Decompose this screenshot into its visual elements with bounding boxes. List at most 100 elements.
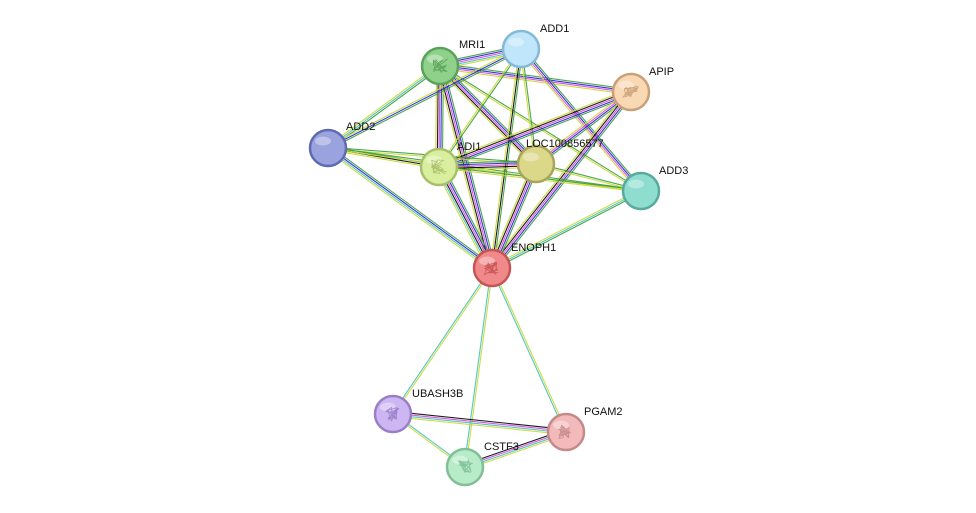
edge-evidence-line [442, 63, 539, 163]
node-add1[interactable]: ADD1 [501, 23, 569, 69]
edge-evidence-line [518, 50, 640, 194]
protein-structure-icon [430, 159, 447, 175]
edge-evidence-line [440, 64, 642, 191]
edge-evidence-line [326, 149, 491, 271]
edge-evidence-line [465, 268, 494, 468]
edge-evidence-line [440, 94, 633, 171]
edge-evidence-line [393, 412, 567, 432]
node-circle[interactable] [308, 128, 348, 168]
node-label-enoph1: ENOPH1 [511, 242, 556, 254]
node-label-mri1: MRI1 [459, 39, 485, 51]
edge-evidence-line [440, 62, 632, 91]
edge-enoph1-pgam2 [490, 267, 568, 433]
node-highlight [628, 179, 644, 189]
edge-add2-enoph1 [326, 145, 494, 271]
edge-apip-adi1 [437, 88, 633, 171]
protein-structure-icon [483, 261, 499, 276]
edge-evidence-line [442, 164, 497, 267]
edge-evidence-line [438, 89, 631, 166]
node-add2[interactable]: ADD2 [308, 121, 375, 168]
edge-evidence-line [327, 65, 441, 149]
edge-evidence-line [491, 91, 632, 269]
node-cstf3[interactable]: CSTF3 [445, 441, 519, 487]
edge-evidence-line [437, 88, 630, 165]
edge-evidence-line [537, 93, 633, 167]
node-highlight [479, 256, 495, 266]
edge-evidence-line [521, 48, 538, 164]
node-circle[interactable] [621, 171, 661, 211]
edge-evidence-line [491, 48, 522, 269]
node-label-add2: ADD2 [346, 121, 375, 133]
node-circle[interactable] [516, 144, 556, 184]
node-label-loc100856577: LOC100856577 [526, 138, 604, 150]
node-label-adi1: ADI1 [457, 141, 481, 153]
edge-evidence-line [489, 48, 520, 268]
edge-evidence-line [463, 267, 492, 467]
edge-add3-enoph1 [490, 189, 643, 270]
edge-add1-enoph1 [489, 48, 524, 269]
edge-evidence-line [492, 267, 568, 432]
edge-evidence-line [326, 64, 440, 148]
edge-evidence-line [488, 89, 629, 267]
node-label-apip: APIP [649, 66, 674, 78]
node-highlight [452, 455, 468, 465]
edge-evidence-line [439, 66, 631, 94]
edge-evidence-line [438, 91, 632, 168]
edge-evidence-line [494, 93, 635, 271]
node-pgam2[interactable]: PGAM2 [546, 406, 623, 452]
protein-structure-icon [622, 85, 640, 98]
node-label-cstf3: CSTF3 [484, 441, 519, 453]
protein-structure-icon [457, 458, 473, 474]
node-highlight [523, 152, 539, 162]
node-ubash3b[interactable]: UBASH3B [373, 388, 463, 434]
edge-evidence-line [328, 146, 493, 268]
edge-enoph1-cstf3 [463, 267, 494, 468]
node-circle[interactable] [501, 29, 541, 69]
node-apip[interactable]: APIP [611, 66, 674, 112]
edge-add1-add3 [518, 46, 644, 194]
node-highlight [427, 54, 443, 64]
edge-evidence-line [493, 49, 524, 269]
edge-evidence-line [439, 49, 523, 168]
node-loc100856577[interactable]: LOC100856577 [516, 138, 604, 184]
edge-evidence-line [492, 192, 643, 270]
edge-evidence-line [519, 49, 641, 192]
node-label-add3: ADD3 [659, 165, 688, 177]
edge-evidence-line [437, 67, 534, 167]
edge-mri1-apip [439, 62, 632, 96]
node-highlight [553, 420, 569, 430]
node-enoph1[interactable]: ENOPH1 [472, 242, 556, 288]
node-label-ubash3b: UBASH3B [412, 388, 463, 400]
edge-add1-adi1 [437, 48, 523, 168]
edge-enoph1-ubash3b [391, 267, 494, 415]
edge-evidence-line [534, 89, 630, 163]
edge-evidence-line [327, 148, 641, 193]
node-label-add1: ADD1 [540, 23, 569, 35]
edge-evidence-line [440, 64, 632, 92]
edge-evidence-line [535, 90, 631, 164]
edge-evidence-line [328, 50, 523, 151]
edge-mri1-add2 [326, 64, 442, 150]
node-label-pgam2: PGAM2 [584, 406, 623, 418]
edge-evidence-line [521, 48, 643, 191]
edge-evidence-line [392, 415, 566, 436]
edge-evidence-line [434, 168, 489, 271]
edge-add1-loc100856577 [519, 48, 538, 165]
protein-structure-icon [384, 406, 400, 422]
edge-evidence-line [536, 92, 632, 166]
edge-evidence-line [490, 189, 641, 267]
edge-evidence-line [491, 190, 642, 269]
edge-evidence-line [326, 46, 521, 147]
edge-evidence-line [522, 46, 644, 190]
node-highlight [426, 155, 442, 165]
edge-evidence-line [391, 267, 492, 414]
node-mri1[interactable]: MRI1 [420, 39, 485, 86]
edge-evidence-line [519, 49, 536, 165]
edge-evidence-line [392, 414, 566, 434]
node-adi1[interactable]: ADI1 [419, 141, 481, 187]
node-add3[interactable]: ADD3 [621, 165, 688, 211]
edge-evidence-line [327, 148, 492, 270]
edge-evidence-line [329, 145, 494, 267]
